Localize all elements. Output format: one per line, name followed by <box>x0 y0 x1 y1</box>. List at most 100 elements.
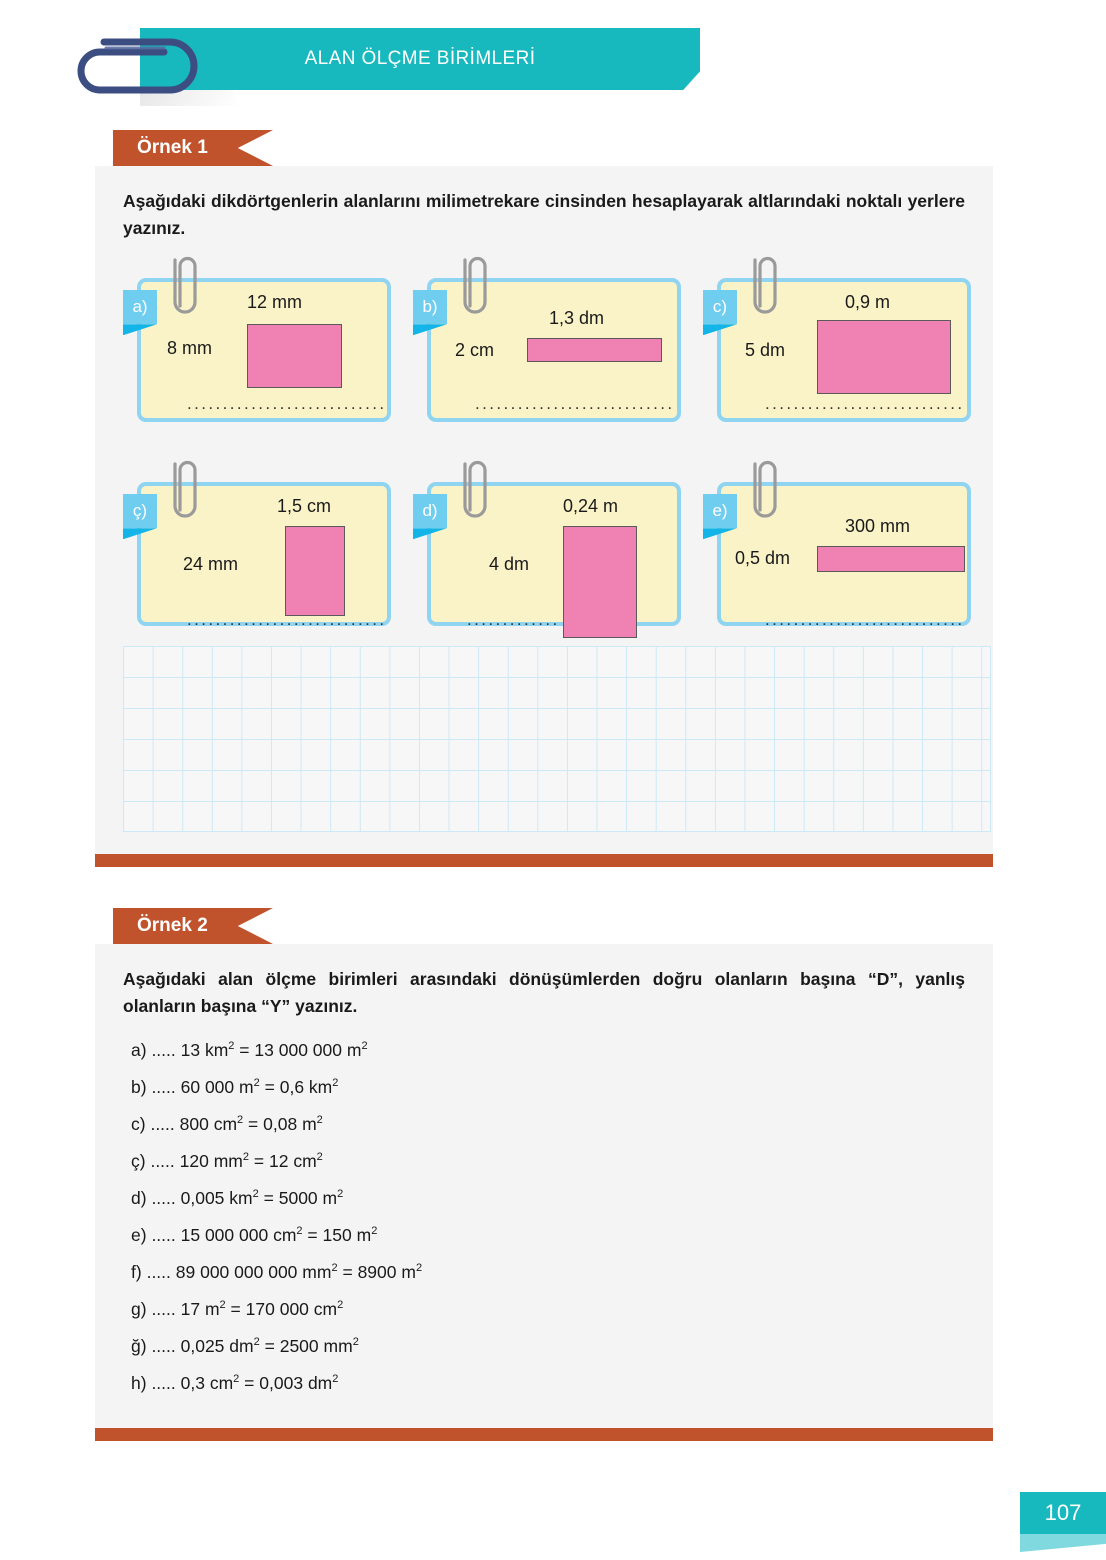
item-left-exp: 2 <box>253 1336 260 1349</box>
page-header: ALAN ÖLÇME BİRİMLERİ <box>0 0 1106 120</box>
item-blank[interactable]: ..... <box>151 1188 176 1209</box>
item-blank[interactable]: ..... <box>151 1225 176 1246</box>
cards-row-2: 1,5 cm 24 mm ...........................… <box>123 461 971 639</box>
item-left-unit: dm <box>229 1336 254 1357</box>
card-d-content: 0,24 m 4 dm ............. <box>427 482 681 639</box>
card-a-answer-line[interactable]: ............................ <box>187 394 387 414</box>
item-letter: d) <box>131 1188 147 1209</box>
item-right-value: 5000 <box>278 1188 318 1209</box>
item-left-unit: km <box>229 1188 253 1209</box>
item-left-value: 0,025 <box>180 1336 225 1357</box>
item-left-unit: cm <box>209 1373 234 1394</box>
item-right-exp: 2 <box>361 1040 368 1053</box>
equals-sign: = <box>230 1299 241 1320</box>
list-item[interactable]: c) ..... 800 cm2 = 0,08 m2 <box>131 1106 965 1143</box>
item-right-unit: m <box>356 1225 372 1246</box>
item-letter: a) <box>131 1040 147 1061</box>
list-item[interactable]: b) ..... 60 000 m2 = 0,6 km2 <box>131 1069 965 1106</box>
card-c-cedilla-rectangle <box>285 526 345 617</box>
list-item[interactable]: d) ..... 0,005 km2 = 5000 m2 <box>131 1180 965 1217</box>
equals-sign: = <box>264 1336 275 1357</box>
item-right-value: 0,6 <box>279 1077 305 1098</box>
item-left-value: 800 <box>179 1114 209 1135</box>
item-right-unit: dm <box>307 1373 333 1394</box>
card-d-top-label: 0,24 m <box>563 496 619 517</box>
item-left-value: 15 000 000 <box>180 1225 269 1246</box>
card-slot-a: 12 mm 8 mm ............................ … <box>123 257 391 424</box>
item-left-exp: 2 <box>253 1077 260 1090</box>
item-right-value: 170 000 <box>245 1299 309 1320</box>
card-b-tab-fold <box>413 324 447 336</box>
worksheet-grid[interactable] <box>123 646 991 833</box>
card-b-top-label: 1,3 dm <box>549 308 605 329</box>
card-e-rectangle <box>817 546 965 573</box>
item-letter: e) <box>131 1225 147 1246</box>
card-c-cedilla-side-label: 24 mm <box>183 554 239 575</box>
item-right-value: 150 <box>322 1225 352 1246</box>
card-d-rectangle <box>563 526 637 639</box>
item-right-unit: m <box>302 1114 317 1135</box>
item-blank[interactable]: ..... <box>151 1299 176 1320</box>
item-blank[interactable]: ..... <box>151 1336 176 1357</box>
card-b-side-label: 2 cm <box>455 340 495 361</box>
item-letter: h) <box>131 1373 147 1394</box>
card-e-answer-line[interactable]: ............................ <box>765 610 965 630</box>
item-left-exp: 2 <box>331 1262 338 1275</box>
list-item[interactable]: f) ..... 89 000 000 000 mm2 = 8900 m2 <box>131 1254 965 1291</box>
card-c-cedilla-tab: ç) <box>123 494 157 529</box>
item-left-value: 60 000 <box>180 1077 235 1098</box>
item-left-exp: 2 <box>296 1225 303 1238</box>
card-c-cedilla-content: 1,5 cm 24 mm ...........................… <box>137 482 391 629</box>
card-c-answer-line[interactable]: ............................ <box>765 394 965 414</box>
paperclip-icon <box>173 257 197 314</box>
card-slot-c-cedilla: 1,5 cm 24 mm ...........................… <box>123 461 391 629</box>
list-item[interactable]: g) ..... 17 m2 = 170 000 cm2 <box>131 1291 965 1328</box>
item-left-exp: 2 <box>219 1299 226 1312</box>
equals-sign: = <box>244 1373 255 1394</box>
item-blank[interactable]: ..... <box>151 1373 176 1394</box>
card-c-tab: c) <box>703 290 737 325</box>
ornek-2-prompt: Aşağıdaki alan ölçme birimleri arasındak… <box>123 969 965 1017</box>
item-left-value: 89 000 000 000 <box>175 1262 298 1283</box>
item-right-exp: 2 <box>352 1336 359 1349</box>
item-letter: f) <box>131 1262 142 1283</box>
list-item[interactable]: a) ..... 13 km2 = 13 000 000 m2 <box>131 1032 965 1069</box>
item-right-value: 13 000 000 <box>254 1040 342 1061</box>
item-left-unit: km <box>204 1040 229 1061</box>
card-d-answer-line[interactable]: ............. <box>467 610 560 630</box>
card-c-cedilla-answer-line[interactable]: ............................ <box>187 610 387 630</box>
card-a-top-label: 12 mm <box>247 292 303 313</box>
card-d-side-label: 4 dm <box>489 554 530 575</box>
paperclip-icon <box>77 38 198 94</box>
item-blank[interactable]: ..... <box>151 1040 176 1061</box>
card-c-rectangle <box>817 320 951 395</box>
ornek-1-bottom-bar <box>95 854 993 868</box>
card-e-tab-fold <box>703 528 737 540</box>
list-item[interactable]: e) ..... 15 000 000 cm2 = 150 m2 <box>131 1217 965 1254</box>
card-c-tab-fold <box>703 324 737 336</box>
card-c-cedilla-top-label: 1,5 cm <box>277 496 332 517</box>
item-right-exp: 2 <box>371 1225 378 1238</box>
item-blank[interactable]: ..... <box>150 1151 175 1172</box>
item-left-unit: mm <box>213 1151 243 1172</box>
item-blank[interactable]: ..... <box>146 1262 171 1283</box>
paperclip-icon <box>463 257 487 314</box>
item-blank[interactable]: ..... <box>151 1077 176 1098</box>
equals-sign: = <box>253 1151 265 1172</box>
list-item[interactable]: ç) ..... 120 mm2 = 12 cm2 <box>131 1143 965 1180</box>
item-right-unit: m <box>322 1188 338 1209</box>
card-e-side-label: 0,5 dm <box>735 548 791 569</box>
card-b-answer-line[interactable]: ............................ <box>475 394 675 414</box>
equals-sign: = <box>248 1114 259 1135</box>
list-item[interactable]: h) ..... 0,3 cm2 = 0,003 dm2 <box>131 1365 965 1402</box>
item-right-exp: 2 <box>332 1077 339 1090</box>
card-b-tab: b) <box>413 290 447 325</box>
section-ornek-2: Örnek 2 Aşağıdaki alan ölçme birimleri a… <box>95 908 993 1442</box>
item-blank[interactable]: ..... <box>150 1114 175 1135</box>
item-right-exp: 2 <box>316 1114 323 1127</box>
page-number-fold <box>1020 1534 1106 1552</box>
ornek-2-tab: Örnek 2 <box>113 908 273 944</box>
conversion-list: a) ..... 13 km2 = 13 000 000 m2 b) .....… <box>123 1020 965 1428</box>
item-left-value: 13 <box>180 1040 201 1061</box>
list-item[interactable]: ğ) ..... 0,025 dm2 = 2500 mm2 <box>131 1328 965 1365</box>
